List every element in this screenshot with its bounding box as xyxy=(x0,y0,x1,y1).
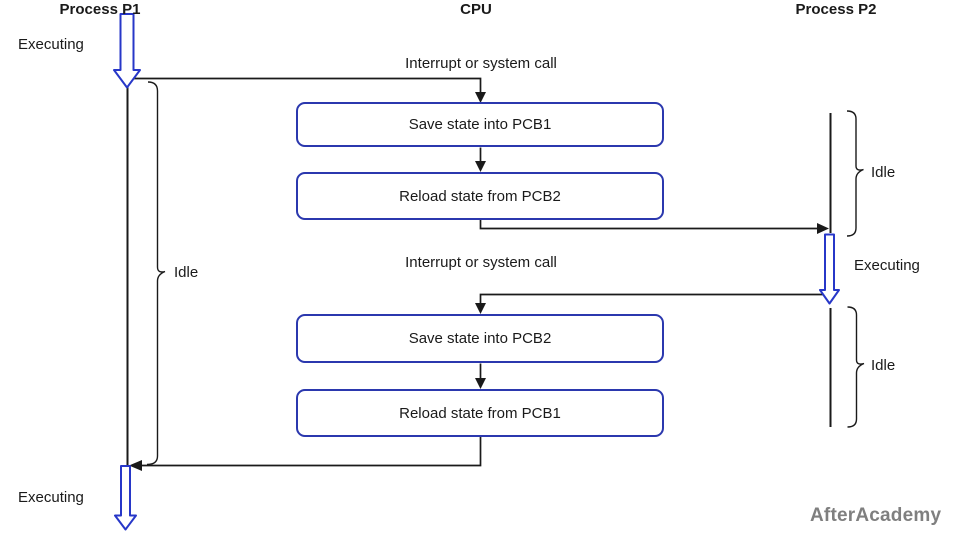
idle-brace-p2-upper xyxy=(846,110,864,237)
executing-label-p1-bottom: Executing xyxy=(18,489,84,506)
arrowhead-into-box1 xyxy=(475,92,486,103)
reload-state-pcb1-label: Reload state from PCB1 xyxy=(399,404,561,422)
arrowhead-into-p2 xyxy=(817,223,829,234)
process-p1-header: Process P1 xyxy=(59,1,141,18)
idle-label-p2-lower: Idle xyxy=(871,357,896,374)
save-state-pcb1-label: Save state into PCB1 xyxy=(408,116,552,133)
interrupt-label-2: Interrupt or system call xyxy=(405,254,557,271)
interrupt-line-1 xyxy=(128,77,482,95)
reload-state-pcb2-label: Reload state from PCB2 xyxy=(399,187,561,205)
executing-label-p2: Executing xyxy=(854,257,920,274)
interrupt-label-1: Interrupt or system call xyxy=(405,55,557,72)
executing-arrow-p2 xyxy=(819,233,840,305)
idle-brace-p2-lower xyxy=(847,306,865,428)
arrowhead-into-box2 xyxy=(475,161,486,172)
save-state-pcb2-box: Save state into PCB2 xyxy=(296,314,664,363)
save-state-pcb1-box: Save state into PCB1 xyxy=(296,102,664,147)
idle-brace-p1 xyxy=(146,81,166,466)
box4-to-p1-connector xyxy=(141,437,482,467)
executing-label-p1-top: Executing xyxy=(18,36,84,53)
process-p2-header: Process P2 xyxy=(795,1,877,18)
idle-label-p1: Idle xyxy=(174,264,199,281)
arrowhead-into-box3 xyxy=(475,303,486,314)
interrupt-line-2 xyxy=(479,293,836,304)
reload-state-pcb1-box: Reload state from PCB1 xyxy=(296,389,664,437)
save-state-pcb2-label: Save state into PCB2 xyxy=(408,330,552,347)
arrowhead-into-p1 xyxy=(129,460,142,471)
cpu-header: CPU xyxy=(460,1,492,18)
afteracademy-watermark: AfterAcademy xyxy=(810,505,942,526)
arrowhead-into-box4 xyxy=(475,378,486,389)
idle-label-p2-upper: Idle xyxy=(871,164,896,181)
box2-to-p2-connector xyxy=(479,220,817,230)
executing-arrow-p1-start xyxy=(113,13,141,89)
reload-state-pcb2-box: Reload state from PCB2 xyxy=(296,172,664,220)
executing-arrow-p1-resume xyxy=(114,465,137,531)
